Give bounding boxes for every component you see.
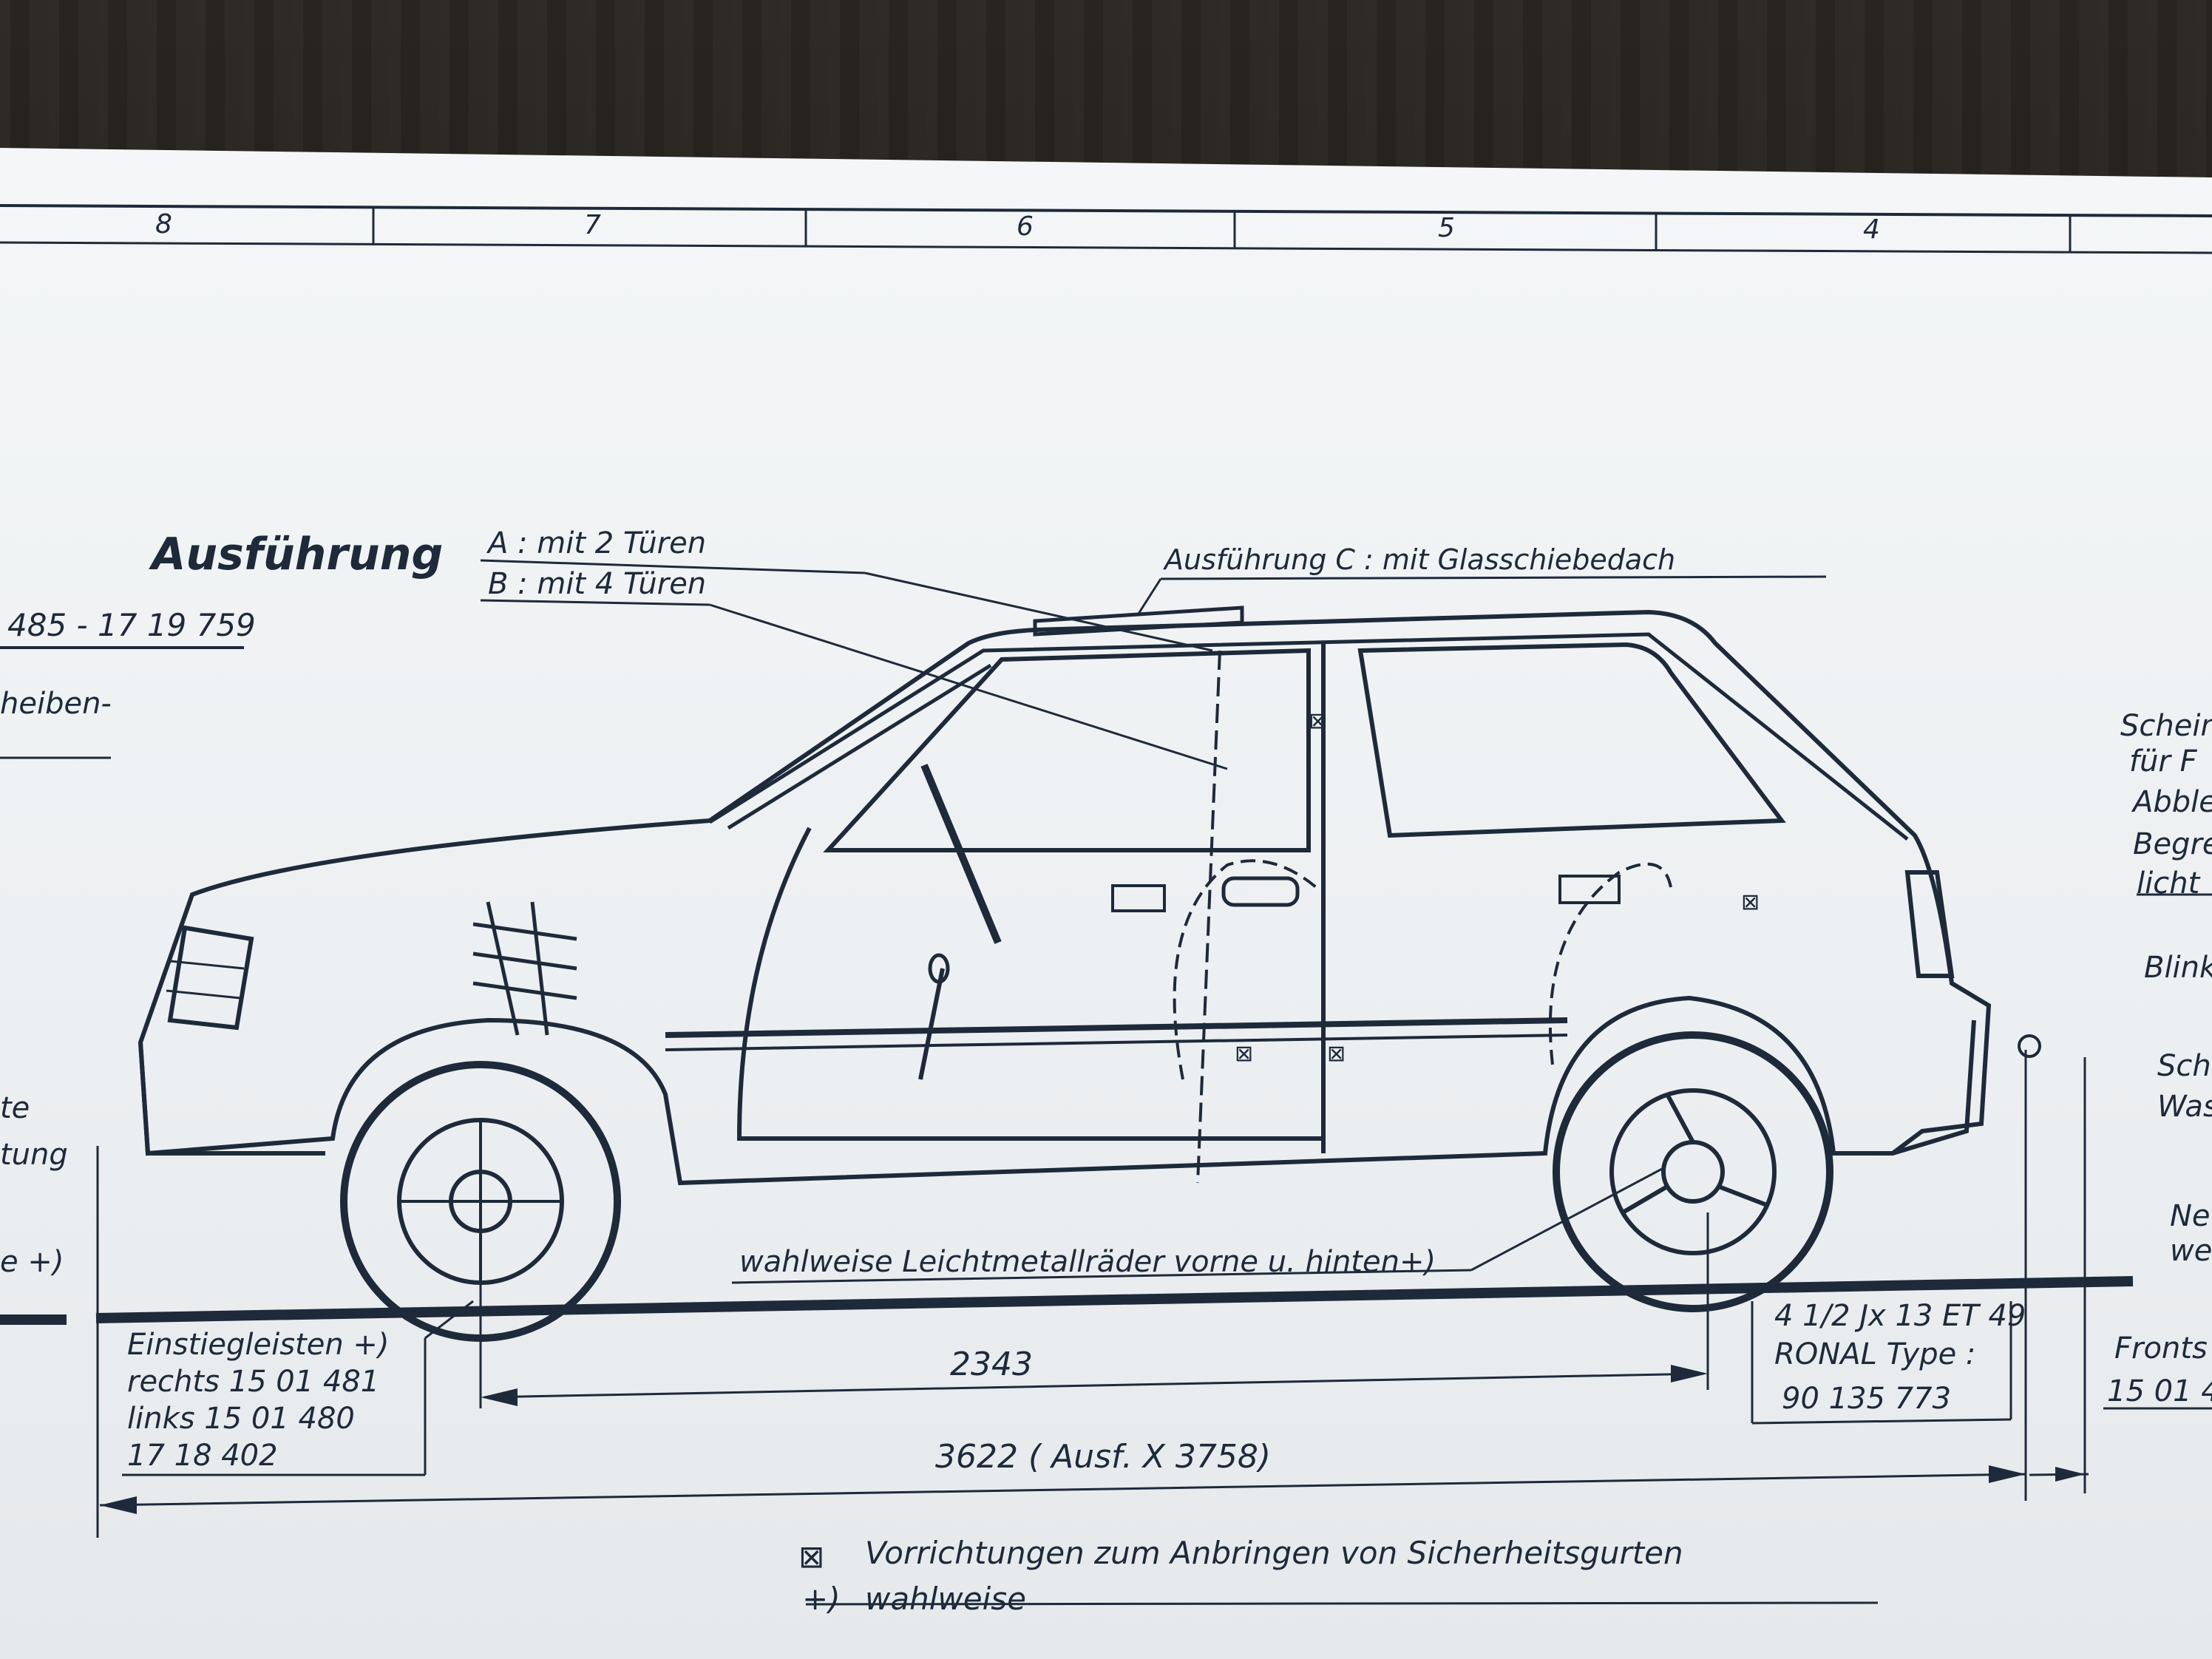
dimension-lines: [96, 1034, 2089, 1538]
paper-sheet: [0, 148, 2212, 1659]
zone-label: 5: [1438, 213, 1455, 243]
zone-label: 8: [155, 209, 172, 240]
sill-note-line: 17 18 402: [127, 1439, 278, 1473]
front-note-line: 15 01 4: [2107, 1374, 2212, 1408]
left-note-heiben: heiben-: [0, 687, 112, 721]
rim-note-line: 90 135 773: [1782, 1382, 1951, 1416]
seatbelt-legend-text: Vorrichtungen zum Anbringen von Sicherhe…: [865, 1535, 1683, 1571]
seatbelt-anchor-icon: ⊠: [1235, 1041, 1253, 1067]
sill-note-line: Einstiegleisten +): [127, 1328, 390, 1362]
optional-legend-symbol: +): [802, 1581, 841, 1617]
right-note-text: für F: [2129, 744, 2198, 778]
zone-label: 4: [1863, 214, 1880, 245]
right-note-text: licht: [2137, 866, 2201, 900]
leader-lines: [0, 559, 2212, 1606]
right-note-text: Begre: [2133, 827, 2212, 861]
sill-note-line: rechts 15 01 481: [127, 1365, 379, 1399]
zone-label: 7: [584, 210, 601, 240]
frame-zone-bar: 8 7 6 5 4: [0, 204, 2212, 254]
ground-line: [0, 1276, 2134, 1325]
left-note-tung: tung: [0, 1138, 68, 1172]
variant-option-b: B : mit 4 Türen: [488, 567, 706, 601]
seatbelt-anchor-icon: ⊠: [1327, 1041, 1346, 1067]
wheelbase-dimension: 2343: [950, 1346, 1033, 1383]
right-note-text: we: [2170, 1234, 2212, 1268]
sill-note-line: links 15 01 480: [127, 1402, 355, 1436]
rim-note-line: 4 1/2 Jx 13 ET 49: [1774, 1299, 2026, 1333]
left-note-te: te: [0, 1091, 30, 1125]
optional-legend-text: wahlweise: [865, 1581, 1026, 1617]
right-note-text: Schein: [2120, 709, 2212, 743]
variant-heading: Ausführung: [149, 529, 443, 580]
variant-option-a: A : mit 2 Türen: [486, 526, 706, 560]
right-note-text: Ne: [2170, 1199, 2211, 1233]
right-note-text: Was: [2157, 1090, 2212, 1124]
part-number-label: 485 - 17 19 759: [7, 607, 256, 643]
seatbelt-anchor-icon: ⊠: [1741, 889, 1760, 915]
zone-label: 6: [1017, 211, 1034, 242]
front-note-line: Fronts: [2114, 1331, 2208, 1365]
car-side-view: ⊠ ⊠ ⊠ ⊠: [138, 605, 1992, 1186]
right-note-text: Sch: [2157, 1049, 2211, 1083]
right-note-text: Abble: [2131, 785, 2212, 819]
variant-option-c: Ausführung C : mit Glasschiebedach: [1162, 543, 1675, 576]
alloy-wheels-note: wahlweise Leichtmetallräder vorne u. hin…: [739, 1245, 1436, 1279]
rear-wheel: [1553, 1031, 1833, 1312]
annotation-labels: Ausführung A : mit 2 Türen B : mit 4 Tür…: [0, 526, 2212, 1617]
rim-note-line: RONAL Type :: [1774, 1337, 1975, 1371]
seatbelt-anchor-icon: ⊠: [1309, 708, 1327, 734]
right-note-text: Blink: [2144, 951, 2212, 985]
left-note-e-plus: e +): [0, 1245, 64, 1279]
seatbelt-legend-icon: ⊠: [798, 1538, 824, 1575]
overall-length-dimension: 3622 ( Ausf. X 3758): [935, 1438, 1271, 1476]
